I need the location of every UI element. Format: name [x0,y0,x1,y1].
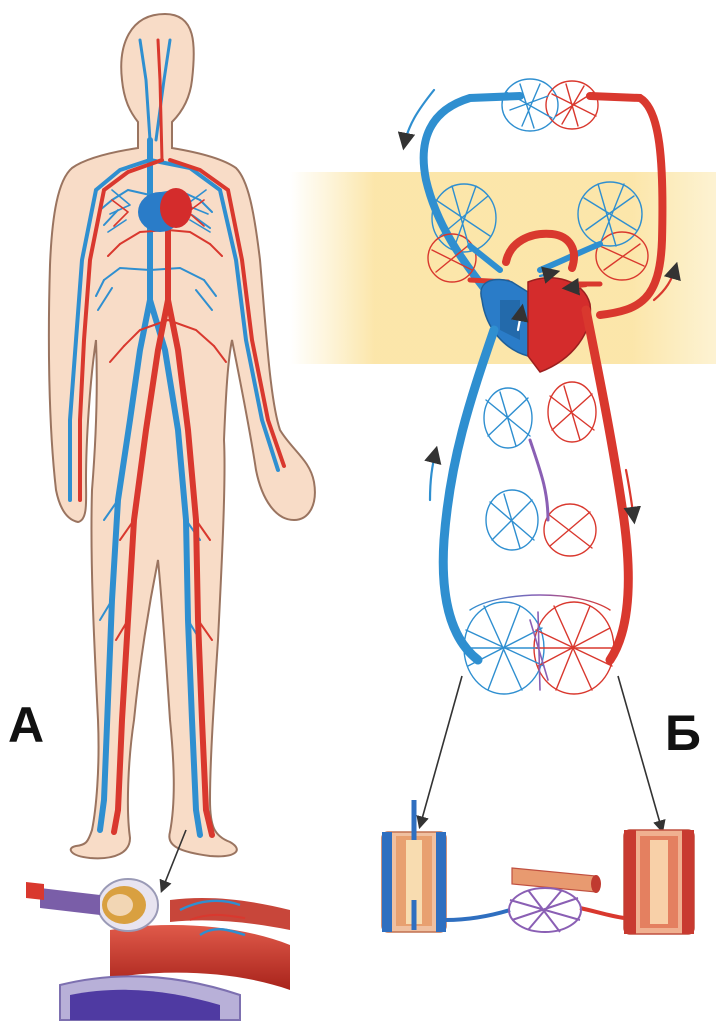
body-capillaries [464,595,614,694]
pointer-arrow-artery [618,676,662,830]
panel-b-label: Б [665,708,701,758]
panel-b-circulation-scheme [404,79,676,694]
capillary-network [446,888,624,932]
artery-wall-section [624,830,694,934]
panel-a-body-figure [49,14,315,858]
vein-wall-section [382,800,446,932]
panel-a-label: А [8,700,44,750]
pointer-arrow-vein [420,676,462,826]
vessel-detail-a [26,879,290,1020]
organ-capillaries [484,382,596,556]
head-capillaries [502,79,598,131]
vessel-detail-b [382,800,694,934]
